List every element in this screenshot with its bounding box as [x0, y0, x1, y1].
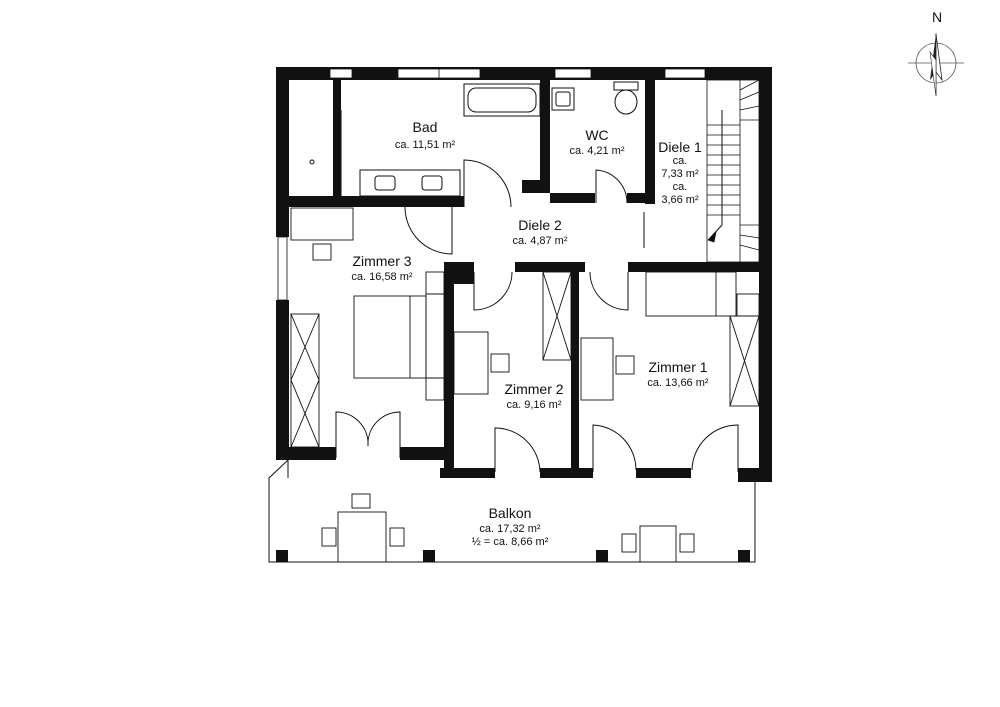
room-name-zimmer-1: Zimmer 1	[648, 359, 707, 375]
room-area-diele-1-line3: ca.	[673, 181, 688, 193]
room-name-wc: WC	[585, 127, 608, 143]
room-area-diele-1-line4: 3,66 m²	[661, 194, 699, 206]
room-area-diele-1-line2: 7,33 m²	[661, 168, 699, 180]
wc-sink-icon	[551, 87, 575, 111]
watermark-label: Immogrundriss	[762, 417, 769, 464]
compass-north-label: N	[932, 9, 942, 25]
room-area-zimmer-3: ca. 16,58 m²	[351, 271, 412, 283]
room-area-bad: ca. 11,51 m²	[395, 139, 456, 151]
room-name-diele-1: Diele 1	[658, 139, 702, 155]
room-name-bad: Bad	[413, 119, 438, 135]
bathtub-icon	[463, 83, 541, 117]
room-area-zimmer-2: ca. 9,16 m²	[506, 399, 561, 411]
double-sink-icon	[359, 169, 461, 197]
room-name-zimmer-3: Zimmer 3	[352, 253, 411, 269]
room-name-zimmer-2: Zimmer 2	[504, 381, 563, 397]
shower-icon	[309, 110, 342, 196]
staircase-icon	[706, 79, 760, 263]
windows	[277, 68, 706, 301]
furniture	[290, 207, 760, 563]
room-area-diele-2: ca. 4,87 m²	[512, 235, 567, 247]
room-area-diele-1-line1: ca.	[673, 155, 688, 167]
room-area-balkon: ca. 17,32 m²	[479, 523, 540, 535]
walls	[276, 67, 772, 562]
balcony-outline	[268, 459, 756, 563]
room-name-balkon: Balkon	[489, 505, 532, 521]
doors	[335, 159, 739, 473]
room-area-balkon-half: ½ = ca. 8,66 m²	[472, 536, 549, 548]
room-area-zimmer-1: ca. 13,66 m²	[647, 377, 708, 389]
room-name-diele-2: Diele 2	[518, 217, 562, 233]
compass-rose-icon: N	[908, 9, 964, 97]
room-area-wc: ca. 4,21 m²	[569, 145, 624, 157]
toilet-icon	[613, 81, 639, 115]
